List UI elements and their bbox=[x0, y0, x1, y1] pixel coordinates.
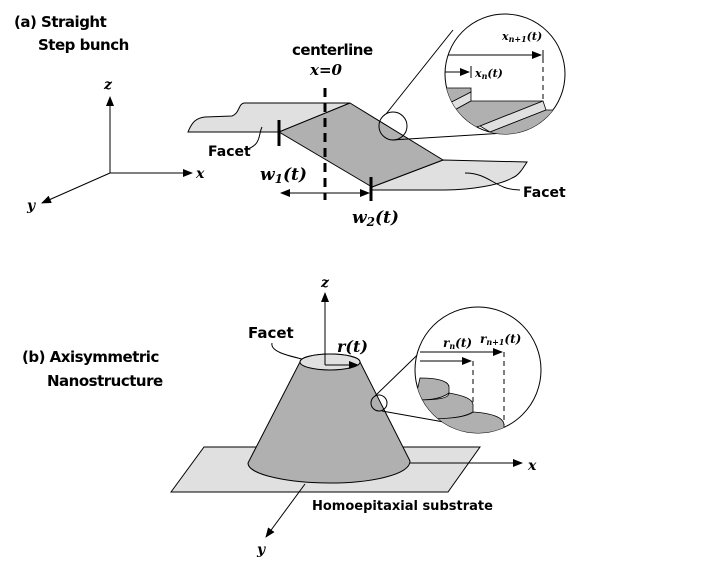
radius-label: r(t) bbox=[337, 337, 368, 356]
panel-b-title-line2: Nanostructure bbox=[47, 372, 163, 390]
inset-b-label-rn1: rn+1(t) bbox=[480, 332, 521, 347]
inset-b-label-rn: rn(t) bbox=[443, 336, 472, 351]
y-axis bbox=[41, 172, 111, 204]
inset-a: xn+1(t) xn(t) bbox=[444, 13, 566, 135]
panel-a-title-line1: (a) Straight bbox=[14, 13, 107, 31]
zoom-leader-top-a bbox=[385, 29, 454, 115]
facet-leader-b bbox=[271, 342, 303, 360]
nanostructure-cone bbox=[247, 353, 411, 484]
facet-left-terrace bbox=[187, 102, 351, 133]
facet-left-label: Facet bbox=[208, 144, 251, 160]
z-axis-label-b: z bbox=[320, 275, 330, 291]
inset-a-label-xn: xn(t) bbox=[474, 67, 503, 81]
inset-a-label-xn1: xn+1(t) bbox=[501, 30, 542, 44]
zoom-leader-bottom-a bbox=[391, 132, 506, 141]
y-axis-label: y bbox=[26, 198, 36, 214]
y-axis-label-b: y bbox=[256, 542, 266, 558]
z-axis-label: z bbox=[103, 77, 113, 93]
x-axis-label-b: x bbox=[527, 458, 537, 474]
w1-label: w1(t) bbox=[260, 165, 307, 186]
step-bunch bbox=[277, 102, 445, 188]
x-axis-label: x bbox=[195, 166, 205, 182]
panel-a-title-line2: Step bunch bbox=[38, 36, 129, 54]
panel-b-title-line1: (b) Axisymmetric bbox=[22, 348, 159, 366]
facet-right-label: Facet bbox=[523, 185, 566, 201]
panel-b: (b) Axisymmetric Nanostructure z r(t) x … bbox=[22, 275, 542, 558]
centerline-label: centerline bbox=[292, 41, 373, 59]
facet-right-terrace bbox=[371, 159, 528, 191]
inset-b: rn(t) rn+1(t) bbox=[414, 306, 542, 434]
panel-a: (a) Straight Step bunch z x y centerline… bbox=[14, 13, 566, 229]
facet-left-leader bbox=[244, 126, 263, 151]
facet-right-leader bbox=[464, 172, 521, 191]
w2-label: w2(t) bbox=[352, 208, 399, 229]
zoom-marker-b bbox=[370, 394, 388, 412]
y-axis-b bbox=[265, 483, 306, 538]
centerline-equation: x=0 bbox=[309, 61, 343, 79]
panel-a-axes: z x y bbox=[26, 77, 205, 214]
top-facet bbox=[299, 353, 361, 371]
substrate-label: Homoepitaxial substrate bbox=[312, 499, 493, 514]
facet-label-b: Facet bbox=[248, 324, 294, 342]
